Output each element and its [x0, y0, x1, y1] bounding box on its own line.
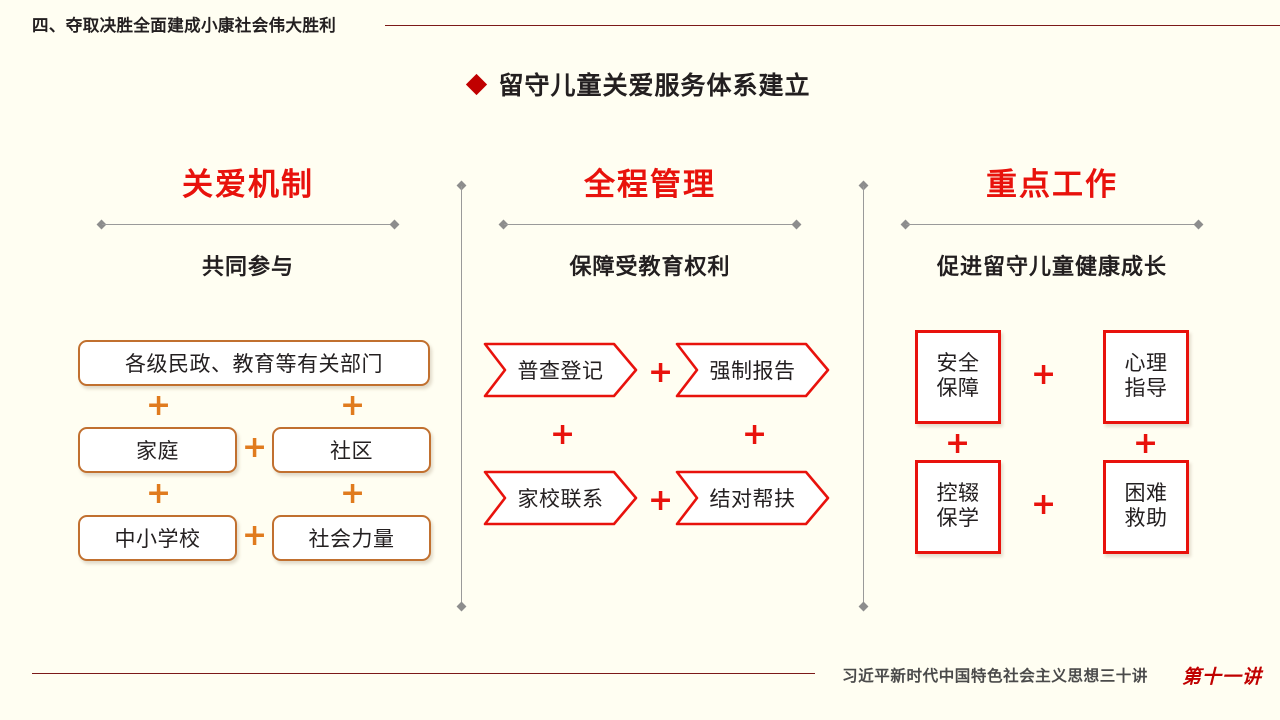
diagram-node-label-line1: 安全	[936, 352, 980, 376]
plus-connector: +	[1133, 426, 1159, 461]
diagram-node-label: 家校联系	[517, 488, 604, 511]
divider-line	[906, 224, 1198, 226]
diagram-node[interactable]: 中小学校	[78, 515, 237, 561]
column-subheading: 保障受教育权利	[569, 254, 731, 280]
column-heading: 关爱机制	[182, 167, 314, 202]
whole-process-management-diagram: 普查登记 + 强制报告 + + 家校联系 + 结对帮扶	[483, 340, 853, 540]
page-title-text: 留守儿童关爱服务体系建立	[498, 72, 811, 100]
plus-connector: +	[1031, 487, 1057, 522]
header-divider-rule	[385, 25, 1280, 26]
diagram-node-hexagon[interactable]: 结对帮扶	[675, 470, 830, 526]
plus-connector: +	[550, 417, 576, 452]
plus-connector: +	[1031, 357, 1057, 392]
diagram-node-label-line1: 困难	[1124, 482, 1168, 506]
plus-connector: +	[742, 417, 768, 452]
diagram-node-hexagon[interactable]: 家校联系	[483, 470, 638, 526]
column-separator-1	[456, 180, 467, 612]
column-subheading: 促进留守儿童健康成长	[936, 254, 1167, 280]
column-heading-divider	[96, 219, 400, 230]
plus-connector: +	[648, 355, 674, 390]
column-care-mechanism: 关爱机制 共同参与	[68, 160, 428, 281]
column-separator-2	[858, 180, 869, 612]
column-heading-divider	[498, 219, 802, 230]
hexagon-shape-icon	[675, 470, 830, 526]
diagram-node-label-line1: 控辍	[936, 482, 980, 506]
column-heading: 全程管理	[584, 167, 716, 202]
footer-lecture-badge: 第十一讲	[1181, 666, 1262, 688]
column-key-work: 重点工作 促进留守儿童健康成长	[872, 160, 1232, 281]
diagram-node-hexagon[interactable]: 强制报告	[675, 342, 830, 398]
divider-line	[102, 224, 394, 226]
diagram-node-label-line2: 救助	[1124, 507, 1168, 530]
divider-diamond-right-icon	[1193, 219, 1204, 230]
diagram-node-label: 结对帮扶	[709, 488, 796, 511]
diagram-node-square[interactable]: 困难 救助	[1103, 460, 1189, 554]
divider-diamond-right-icon	[389, 219, 400, 230]
diagram-node-square[interactable]: 控辍 保学	[915, 460, 1001, 554]
footer-series-title: 习近平新时代中国特色社会主义思想三十讲	[842, 668, 1148, 685]
column-heading: 重点工作	[986, 167, 1118, 202]
separator-diamond-bottom-icon	[858, 601, 869, 612]
slide-header: 四、夺取决胜全面建成小康社会伟大胜利	[0, 0, 1280, 46]
separator-line	[863, 186, 864, 606]
diagram-node[interactable]: 社会力量	[272, 515, 431, 561]
plus-connector: +	[340, 388, 366, 423]
hexagon-shape-icon	[483, 342, 638, 398]
footer-divider-rule	[32, 673, 815, 674]
diagram-node[interactable]: 各级民政、教育等有关部门	[78, 340, 430, 386]
diagram-node-square[interactable]: 安全 保障	[915, 330, 1001, 424]
diagram-node[interactable]: 家庭	[78, 427, 237, 473]
columns-container: 关爱机制 共同参与 全程管理 保障受教育权利 重点工作 促进留守儿童健康成长	[0, 160, 1280, 630]
column-whole-process-management: 全程管理 保障受教育权利	[470, 160, 830, 281]
plus-connector: +	[945, 426, 971, 461]
hexagon-shape-icon	[483, 470, 638, 526]
divider-diamond-right-icon	[791, 219, 802, 230]
plus-connector: +	[242, 518, 268, 553]
divider-line	[504, 224, 796, 226]
plus-connector: +	[146, 476, 172, 511]
key-work-diagram: 安全 保障 + 心理 指导 + + 控辍 保学 + 困难 救助	[915, 330, 1205, 555]
diagram-node-label-line2: 指导	[1124, 377, 1168, 400]
plus-connector: +	[242, 430, 268, 465]
separator-diamond-bottom-icon	[456, 601, 467, 612]
plus-connector: +	[340, 476, 366, 511]
section-title: 四、夺取决胜全面建成小康社会伟大胜利	[32, 17, 337, 35]
diagram-node-label-line2: 保障	[936, 377, 980, 400]
diagram-node-label: 普查登记	[517, 360, 604, 383]
plus-connector: +	[146, 388, 172, 423]
plus-connector: +	[648, 483, 674, 518]
diagram-node-label-line1: 心理	[1124, 352, 1168, 376]
care-mechanism-diagram: 各级民政、教育等有关部门 + + 家庭 + 社区 + + 中小学校 + 社会力量	[70, 340, 431, 580]
slide-footer: 习近平新时代中国特色社会主义思想三十讲 第十一讲	[0, 664, 1280, 720]
column-heading-divider	[900, 219, 1204, 230]
separator-line	[461, 186, 462, 606]
column-subheading: 共同参与	[201, 254, 294, 280]
diagram-node[interactable]: 社区	[272, 427, 431, 473]
diagram-node-hexagon[interactable]: 普查登记	[483, 342, 638, 398]
page-title: 留守儿童关爱服务体系建立	[0, 66, 1280, 102]
hexagon-shape-icon	[675, 342, 830, 398]
diamond-bullet-icon	[466, 73, 488, 96]
diagram-node-label-line2: 保学	[936, 507, 980, 530]
diagram-node-label: 强制报告	[709, 360, 796, 383]
diagram-node-square[interactable]: 心理 指导	[1103, 330, 1189, 424]
